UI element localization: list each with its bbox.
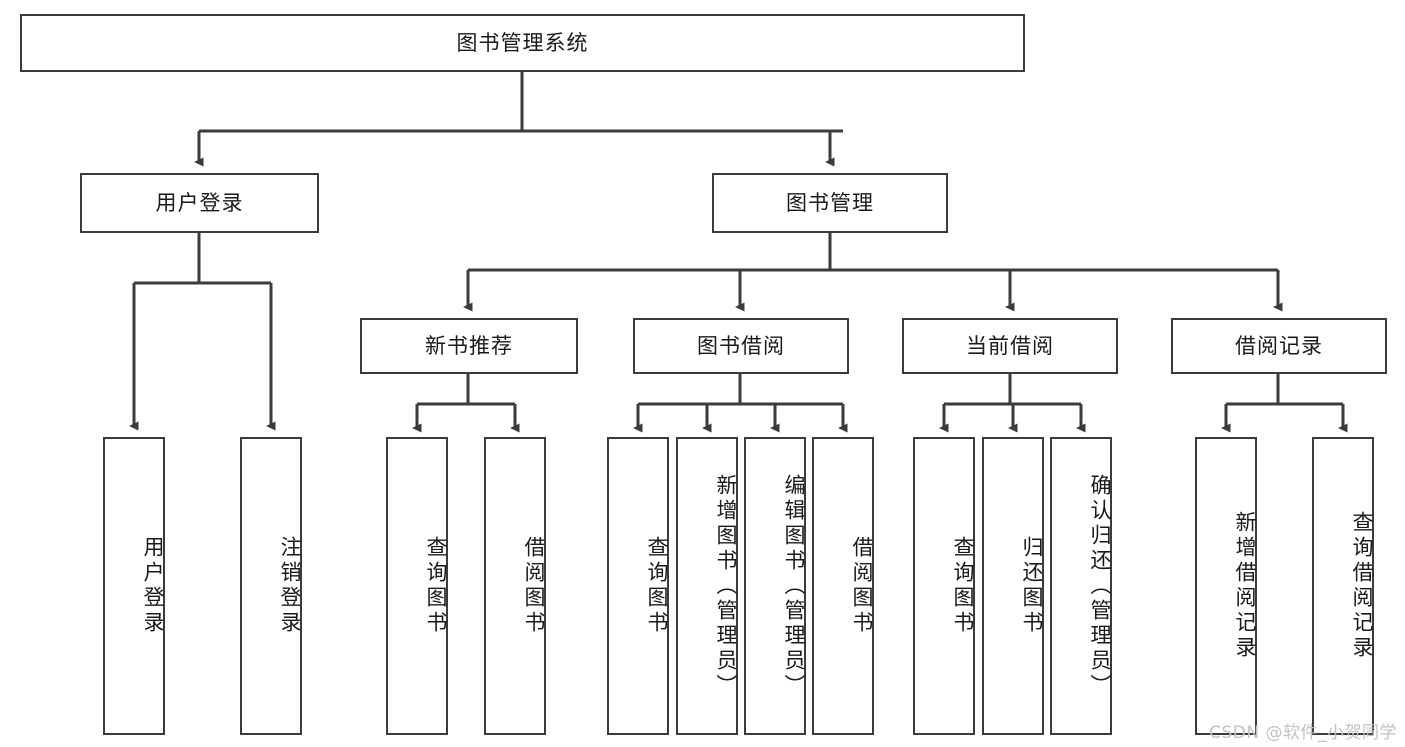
node-leaf-add-book-admin[interactable]: 新增图书（管理员） — [676, 437, 738, 735]
node-label: 当前借阅 — [966, 333, 1054, 358]
node-leaf-edit-book-admin[interactable]: 编辑图书（管理员） — [744, 437, 806, 735]
connector-lines — [129, 72, 1348, 433]
node-label: 编辑图书（管理员） — [782, 473, 806, 699]
node-label: 图书借阅 — [697, 333, 785, 358]
node-leaf-borrow-book-recommend[interactable]: 借阅图书 — [484, 437, 546, 735]
node-leaf-query-book-current[interactable]: 查询图书 — [913, 437, 975, 735]
node-leaf-query-book-recommend[interactable]: 查询图书 — [386, 437, 448, 735]
node-label: 借阅记录 — [1235, 333, 1323, 358]
node-book-management[interactable]: 图书管理 — [712, 173, 948, 233]
node-leaf-user-login[interactable]: 用户登录 — [103, 437, 165, 735]
node-label: 借阅图书 — [522, 536, 546, 636]
node-leaf-return-book[interactable]: 归还图书 — [982, 437, 1044, 735]
node-label: 图书管理系统 — [456, 30, 589, 55]
node-label: 查询图书 — [645, 536, 669, 636]
node-label: 查询借阅记录 — [1350, 511, 1374, 661]
node-label: 查询图书 — [951, 536, 975, 636]
node-leaf-query-borrow-record[interactable]: 查询借阅记录 — [1312, 437, 1374, 735]
node-label: 新增图书（管理员） — [714, 473, 738, 699]
node-leaf-user-logout[interactable]: 注销登录 — [240, 437, 302, 735]
node-current-borrow[interactable]: 当前借阅 — [902, 318, 1118, 374]
node-label: 图书管理 — [786, 190, 874, 215]
node-label: 用户登录 — [141, 536, 165, 636]
node-label: 新书推荐 — [425, 333, 513, 358]
node-label: 确认归还（管理员） — [1088, 473, 1112, 699]
node-leaf-add-borrow-record[interactable]: 新增借阅记录 — [1195, 437, 1257, 735]
node-label: 借阅图书 — [850, 536, 874, 636]
node-label: 新增借阅记录 — [1233, 511, 1257, 661]
node-leaf-confirm-return-admin[interactable]: 确认归还（管理员） — [1050, 437, 1112, 735]
node-borrow-record[interactable]: 借阅记录 — [1171, 318, 1387, 374]
node-root-book-management-system[interactable]: 图书管理系统 — [20, 14, 1025, 72]
node-label: 查询图书 — [424, 536, 448, 636]
node-user-login[interactable]: 用户登录 — [80, 173, 319, 233]
node-leaf-query-book-borrow[interactable]: 查询图书 — [607, 437, 669, 735]
node-label: 用户登录 — [155, 190, 244, 215]
node-book-borrow[interactable]: 图书借阅 — [633, 318, 849, 374]
node-label: 注销登录 — [278, 536, 302, 636]
node-label: 归还图书 — [1020, 536, 1044, 636]
node-new-book-recommend[interactable]: 新书推荐 — [360, 318, 578, 374]
node-leaf-borrow-book[interactable]: 借阅图书 — [812, 437, 874, 735]
